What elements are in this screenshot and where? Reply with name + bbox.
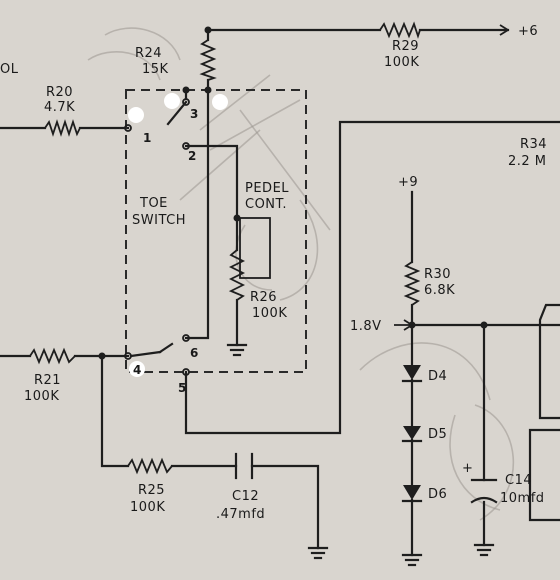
contact-5	[182, 368, 190, 376]
bias-arrow	[394, 319, 414, 331]
pin-1: 1	[143, 131, 151, 145]
r34-name: R34	[520, 137, 547, 152]
r25-value: 100K	[130, 500, 165, 515]
contact-6	[182, 334, 190, 342]
pedal-label-line2: CONT.	[245, 197, 287, 212]
ground-symbol	[401, 553, 423, 567]
supply-plus6-label: +6	[518, 24, 538, 39]
r25-resistor	[127, 457, 173, 475]
r20-value: 4.7K	[44, 100, 75, 115]
r34-value: 2.2 M	[508, 154, 547, 169]
d6-diode	[401, 485, 423, 503]
contact-2	[182, 142, 190, 150]
white-marker	[164, 93, 180, 109]
junction-dot	[204, 26, 212, 34]
pot-box	[239, 217, 271, 279]
ground-symbol	[473, 543, 495, 557]
junction-dot	[182, 86, 190, 94]
r29-name: R29	[392, 39, 419, 54]
junction-dot	[233, 214, 241, 222]
white-marker	[128, 107, 144, 123]
white-markers	[128, 93, 228, 377]
pedal-pot	[237, 217, 271, 279]
supply-plus9-label: +9	[398, 175, 418, 190]
c14-capacitor	[470, 478, 498, 504]
r21-name: R21	[34, 373, 61, 388]
c14-polarity: +	[462, 461, 473, 476]
junction-dot	[480, 321, 488, 329]
r26-value: 100K	[252, 306, 287, 321]
switch-arm-upper	[166, 100, 188, 126]
c14-value: 10mfd	[500, 491, 545, 506]
supply-arrow	[499, 24, 509, 36]
r30-resistor	[403, 261, 421, 306]
pedal-label-line1: PEDEL	[245, 181, 289, 196]
c12-capacitor	[234, 452, 254, 480]
c12-value: .47mfd	[216, 507, 265, 522]
ground-symbol	[226, 343, 248, 357]
toe-switch-label-line2: SWITCH	[132, 213, 186, 228]
bias-voltage-label: 1.8V	[350, 319, 382, 334]
resistors	[29, 21, 421, 475]
wires	[0, 28, 560, 557]
d6-label: D6	[428, 487, 447, 502]
switch-contacts	[124, 88, 190, 376]
toe-switch-label-line1: TOE	[139, 196, 168, 211]
r24-name: R24	[135, 46, 162, 61]
pin-3: 3	[190, 107, 198, 121]
pin-2: 2	[188, 149, 196, 163]
capacitors	[234, 452, 498, 504]
r21-value: 100K	[24, 389, 59, 404]
r20-name: R20	[46, 85, 73, 100]
switch-arm-lower	[129, 350, 162, 358]
grounds	[226, 343, 495, 567]
labels: OL R20 4.7K R24 15K R29 100K +6 R34 2.2 …	[0, 24, 547, 522]
d4-diode	[401, 365, 423, 383]
junction-dot	[98, 352, 106, 360]
r29-resistor	[379, 21, 421, 39]
ground-symbol	[307, 546, 329, 560]
d5-label: D5	[428, 427, 447, 442]
r26-resistor	[228, 249, 246, 301]
r24-resistor	[199, 39, 217, 81]
c14-name: C14	[505, 473, 532, 488]
r29-value: 100K	[384, 55, 419, 70]
ghost-marks	[87, 27, 514, 521]
white-marker	[129, 361, 145, 377]
d5-diode	[401, 426, 423, 443]
contact-1	[124, 124, 132, 132]
r30-value: 6.8K	[424, 283, 455, 298]
pin-4: 4	[133, 363, 141, 377]
r26-name: R26	[250, 290, 277, 305]
junction-dot	[204, 86, 212, 94]
pin-6: 6	[190, 346, 198, 360]
white-marker	[212, 94, 228, 110]
r30-name: R30	[424, 267, 451, 282]
c12-name: C12	[232, 489, 259, 504]
r25-name: R25	[138, 483, 165, 498]
r20-resistor	[44, 119, 81, 137]
r24-value: 15K	[142, 62, 169, 77]
pin-numbers: 1 2 3 4 5 6	[133, 107, 198, 395]
toe-switch-enclosure	[125, 89, 307, 373]
r21-resistor	[29, 347, 76, 365]
diodes	[401, 365, 423, 503]
pin-5: 5	[178, 381, 186, 395]
left-clip-label: OL	[0, 62, 19, 77]
d4-label: D4	[428, 369, 447, 384]
